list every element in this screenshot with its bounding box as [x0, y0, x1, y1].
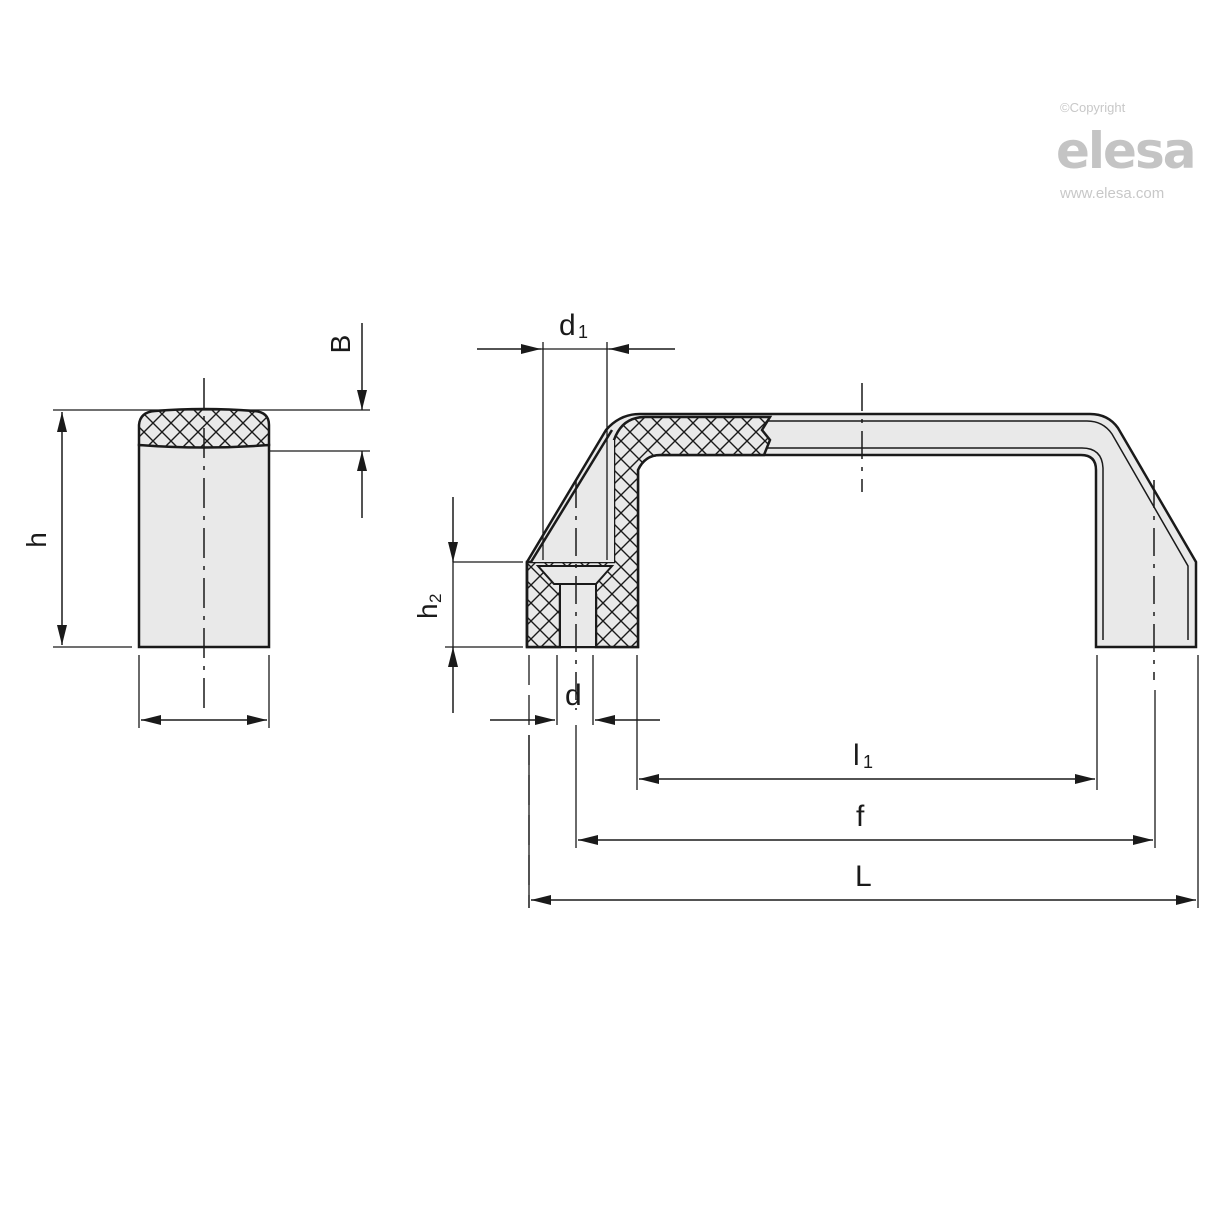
website-url: www.elesa.com [1059, 185, 1164, 202]
svg-text:d: d [559, 309, 576, 342]
svg-text:1: 1 [863, 752, 873, 772]
copyright-text: ©Copyright [1060, 100, 1126, 115]
f-label: f [856, 800, 865, 833]
d-label: d [565, 679, 582, 712]
h2-label: h 2 [412, 594, 445, 619]
elesa-watermark: ©Copyright elesa www.elesa.com [1056, 100, 1196, 202]
brand-logo: elesa [1056, 122, 1194, 180]
svg-text:1: 1 [578, 322, 588, 342]
L-label: L [855, 860, 872, 893]
l1-label: l 1 [853, 739, 873, 772]
b-label: B [325, 335, 356, 354]
svg-text:h: h [412, 603, 443, 619]
svg-text:2: 2 [426, 594, 445, 603]
side-view [53, 323, 370, 728]
h-label: h [21, 532, 52, 548]
svg-text:l: l [853, 739, 860, 772]
handle-inner-top-edge [760, 420, 1189, 640]
d1-label: d 1 [559, 309, 588, 342]
front-view [445, 342, 1199, 908]
handle-inner-bottom-edge [760, 447, 1104, 640]
